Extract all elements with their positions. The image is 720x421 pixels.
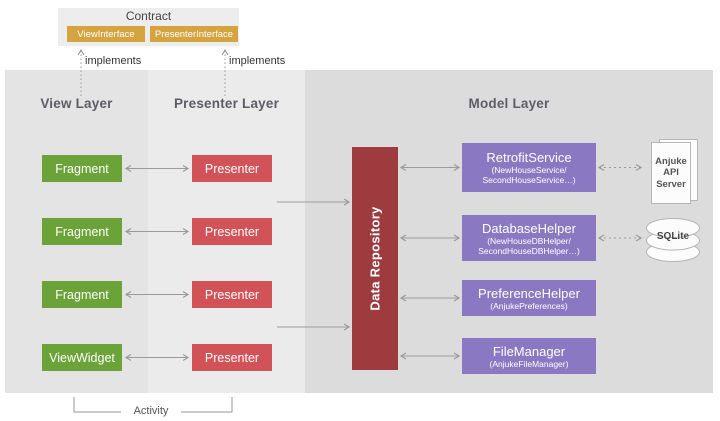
sqlite-label: SQLite <box>656 231 690 242</box>
fragment-box-1: Fragment <box>42 155 122 182</box>
database-helper-box: DatabaseHelper (NewHouseDBHelper/ Second… <box>462 215 596 261</box>
presenter-box-1: Presenter <box>192 155 272 182</box>
sqlite-database-icon: SQLite <box>645 216 701 263</box>
file-manager-title: FileManager <box>492 343 566 359</box>
fragment-box-2: Fragment <box>42 218 122 245</box>
api-server-label-line3: Server <box>656 178 686 190</box>
view-layer-title: View Layer <box>40 96 113 111</box>
anjuke-api-server-icon: Anjuke API Server <box>651 139 698 204</box>
data-repository-label: Data Repository <box>367 206 383 311</box>
file-manager-subtitle: (AnjukeFileManager) <box>489 358 569 369</box>
database-helper-subtitle-2: SecondHouseDBHelper…) <box>478 245 580 256</box>
presenter-box-4: Presenter <box>192 344 272 371</box>
api-server-label-line1: Anjuke <box>655 155 687 167</box>
presenter-box-2: Presenter <box>192 218 272 245</box>
presenter-box-3: Presenter <box>192 281 272 308</box>
model-layer-title: Model Layer <box>468 96 550 111</box>
data-repository-box: Data Repository <box>352 147 398 370</box>
presenter-interface-box: PresenterInterface <box>150 26 238 42</box>
activity-label: Activity <box>133 405 169 417</box>
database-helper-subtitle-1: (NewHouseDBHelper/ <box>487 235 571 246</box>
preference-helper-subtitle: (AnjukePreferences) <box>490 300 568 311</box>
file-manager-box: FileManager (AnjukeFileManager) <box>462 338 596 374</box>
viewwidget-box: ViewWidget <box>42 344 122 371</box>
database-helper-title: DatabaseHelper <box>482 220 576 236</box>
implements-label-view: implements <box>85 55 142 67</box>
api-server-label-line2: API <box>663 167 679 179</box>
view-interface-box: ViewInterface <box>67 26 145 42</box>
preference-helper-box: PreferenceHelper (AnjukePreferences) <box>462 280 596 316</box>
presenter-layer-title: Presenter Layer <box>173 96 280 111</box>
database-cylinder <box>646 218 700 262</box>
fragment-box-3: Fragment <box>42 281 122 308</box>
preference-helper-title: PreferenceHelper <box>478 285 580 301</box>
contract-title: Contract <box>125 9 172 23</box>
implements-label-presenter: implements <box>229 55 286 67</box>
server-page-front: Anjuke API Server <box>651 142 691 204</box>
retrofit-service-subtitle-2: SecondHouseService…) <box>482 175 576 185</box>
retrofit-service-box: RetrofitService (NewHouseService/ Second… <box>462 143 596 192</box>
retrofit-service-title: RetrofitService <box>486 150 572 165</box>
retrofit-service-subtitle-1: (NewHouseService/ <box>491 165 567 175</box>
